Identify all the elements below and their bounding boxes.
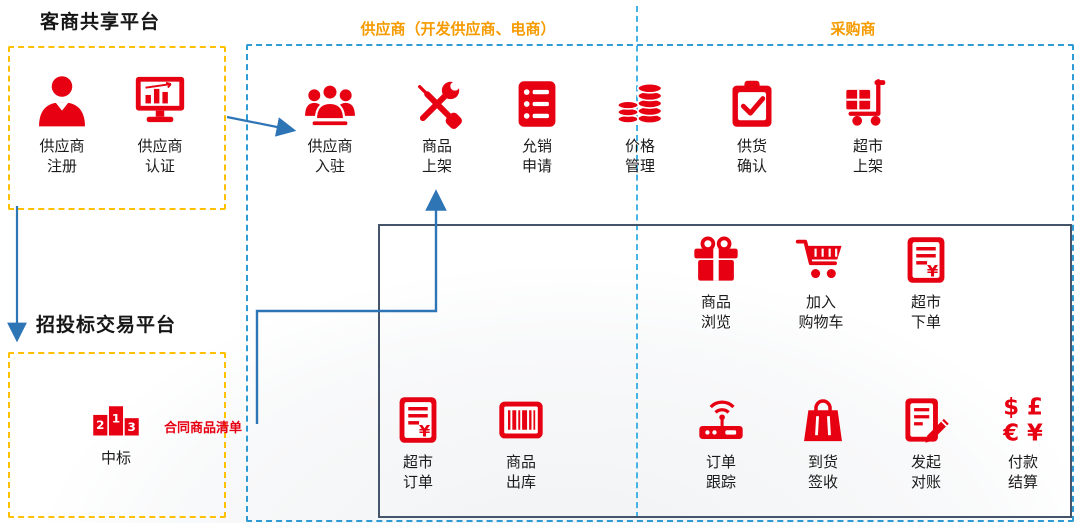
supplier-column-header: 供应商（开发供应商、电商） (360, 21, 556, 38)
node-label: 中标 (100, 450, 131, 467)
podium-rank-2: 2 (96, 418, 104, 432)
node-label: 订单 跟踪 (705, 454, 736, 491)
node-label: 价格 管理 (624, 138, 655, 175)
yen-glyph: ¥ (419, 421, 431, 440)
shopping-bag-icon (804, 399, 842, 442)
podium-rank-3: 3 (128, 420, 136, 434)
node-supply-confirm: 供货 确认 (706, 78, 798, 176)
bid-platform-title: 招投标交易平台 (36, 315, 177, 336)
team-icon (305, 83, 355, 126)
share-platform-box (8, 46, 226, 210)
hand-truck-icon (846, 79, 886, 126)
node-label: 发起 对账 (910, 454, 941, 491)
node-supplier-certify: 供应商 认证 (114, 72, 206, 176)
doc-pen-icon (905, 398, 949, 443)
node-label: 超市 下单 (910, 294, 941, 331)
podium-icon: 2 1 3 (93, 406, 139, 436)
node-payment-settlement: $ £ € ¥ 付款 结算 (977, 394, 1069, 492)
node-goods-receipt: 到货 签收 (777, 394, 869, 492)
share-platform-title: 客商共享平台 (40, 12, 161, 33)
clipboard-check-icon (732, 80, 772, 127)
router-signal-icon (699, 400, 743, 439)
node-label: 供应商 入驻 (307, 138, 353, 175)
node-order-tracking: 订单 跟踪 (675, 394, 767, 492)
node-label: 供应商 注册 (39, 138, 85, 175)
node-add-to-cart: 加入 购物车 (775, 234, 867, 332)
node-label: 商品 出库 (505, 454, 536, 491)
node-sale-application: 允销 申请 (491, 78, 583, 176)
node-product-outbound: 商品 出库 (475, 394, 567, 492)
coins-icon (616, 82, 663, 124)
barcode-icon (499, 401, 543, 439)
node-label: 供应商 认证 (137, 138, 183, 175)
node-label: 商品 上架 (421, 138, 452, 175)
gift-icon (694, 236, 738, 281)
currency-top-glyphs: $ £ (1003, 395, 1043, 421)
node-label: 供货 确认 (736, 138, 767, 175)
node-label: 付款 结算 (1007, 454, 1038, 491)
node-winning-bid: 2 1 3 中标 (70, 390, 162, 469)
node-label: 加入 购物车 (798, 294, 844, 331)
monitor-chart-icon (135, 76, 185, 123)
checklist-icon (518, 81, 556, 127)
node-label: 超市 上架 (852, 138, 883, 175)
buyer-column-header: 采购商 (830, 21, 876, 38)
supplier-buyer-divider (636, 6, 638, 518)
cart-icon (795, 239, 842, 279)
node-reconciliation: 发起 对账 (880, 394, 972, 492)
supplier-buyer-flow-box (246, 44, 1074, 522)
node-product-browse: 商品 浏览 (670, 234, 762, 332)
tools-icon (418, 81, 462, 129)
node-label: 超市 订单 (402, 454, 433, 491)
node-market-order-place: ¥ 超市 下单 (880, 234, 972, 332)
node-label: 商品 浏览 (700, 294, 731, 331)
node-price-management: 价格 管理 (594, 78, 686, 176)
node-market-order: ¥ 超市 订单 (372, 394, 464, 492)
node-supplier-entry: 供应商 入驻 (284, 78, 376, 176)
node-label: 允销 申请 (521, 138, 552, 175)
invoice-yen-icon: ¥ (399, 397, 437, 443)
node-label: 到货 签收 (807, 454, 838, 491)
node-supplier-register: 供应商 注册 (16, 72, 108, 176)
invoice-yen-icon: ¥ (907, 237, 945, 283)
bid-platform-box (8, 352, 226, 518)
node-product-listing: 商品 上架 (391, 78, 483, 176)
podium-rank-1: 1 (112, 412, 120, 426)
currency-bottom-glyphs: € ¥ (1002, 421, 1043, 446)
contract-note: 合同商品清单 (164, 420, 243, 435)
node-market-listing: 超市 上架 (822, 78, 914, 176)
user-icon (39, 76, 85, 127)
yen-glyph: ¥ (927, 261, 939, 280)
currencies-icon: $ £ € ¥ (1002, 395, 1043, 446)
